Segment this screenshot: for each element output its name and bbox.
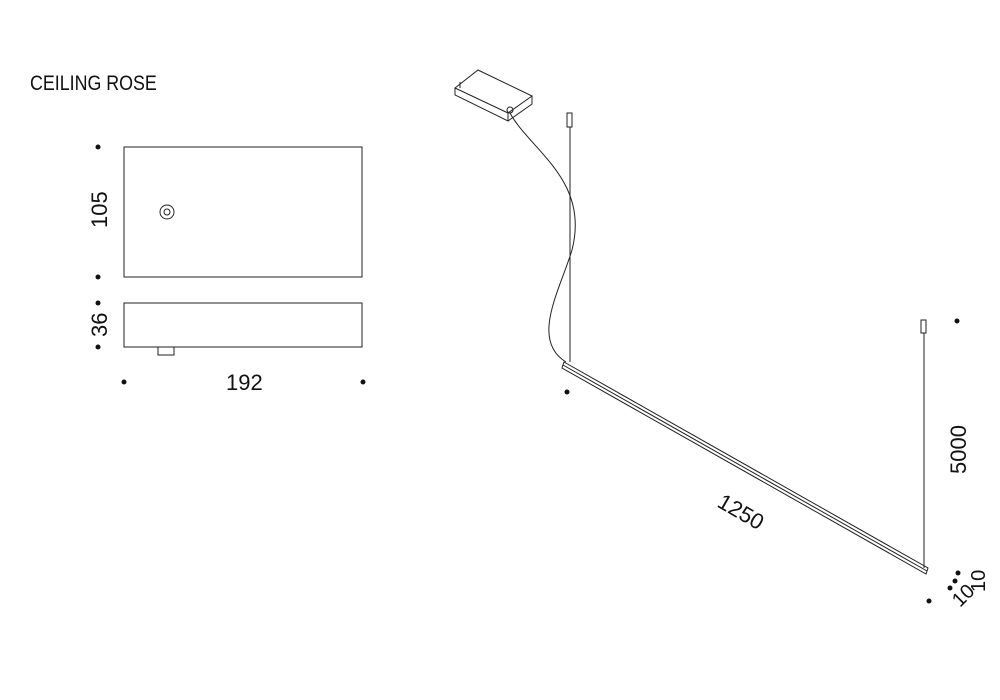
- pendant-perspective: [454, 69, 929, 575]
- dim-bar-section-height: 10: [968, 570, 990, 592]
- rose-top-view: [123, 146, 363, 278]
- drawing-title: CEILING ROSE: [30, 72, 157, 96]
- dim-rose-depth: 36: [87, 313, 112, 337]
- dim-rose-width: 192: [226, 370, 263, 395]
- dim-rose-height: 105: [87, 191, 112, 228]
- rose-side-view: [123, 302, 363, 356]
- dimension-dots: [95, 144, 961, 604]
- dim-bar-length: 1250: [714, 489, 769, 535]
- dim-cable-length: 5000: [946, 425, 971, 474]
